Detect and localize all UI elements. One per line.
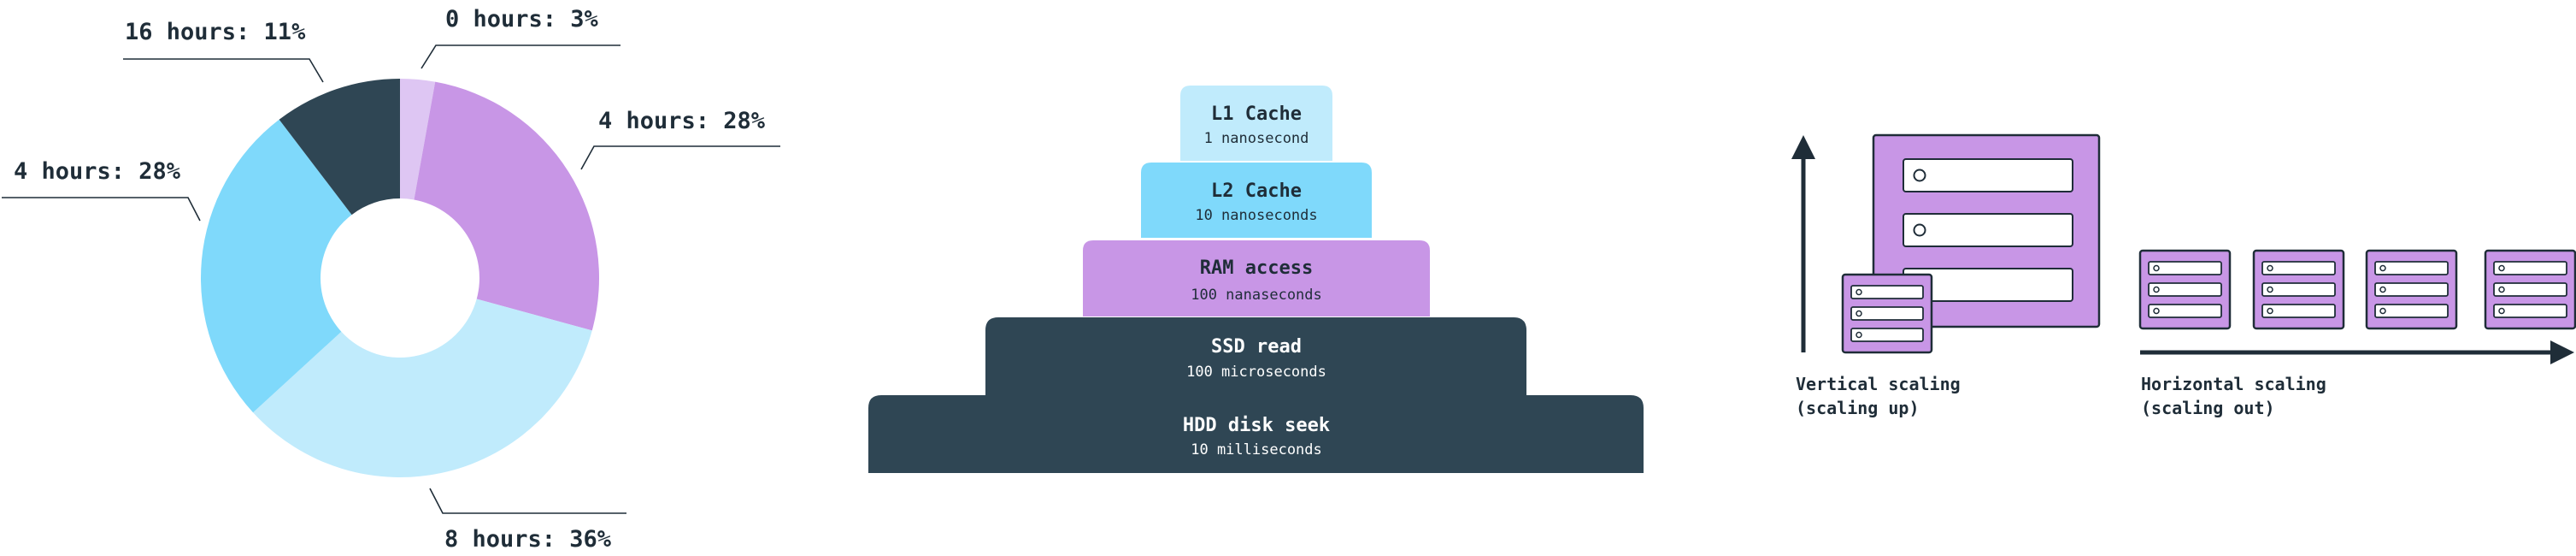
leader-line-slice-4 xyxy=(2,197,201,222)
horizontal-server-icon-4 xyxy=(2484,249,2576,330)
tier-title: HDD disk seek xyxy=(1183,415,1330,436)
slice-label-5: 16 hours: 11% xyxy=(125,19,306,45)
horizontal-scaling-caption: Horizontal scaling xyxy=(2141,374,2326,394)
tier-shape xyxy=(868,395,1644,473)
vertical-scaling-subcaption: (scaling up) xyxy=(1796,398,1920,418)
tier-subtitle: 100 microseconds xyxy=(1186,364,1326,381)
donut-slice-5 xyxy=(279,79,400,216)
tier-subtitle: 1 nanosecond xyxy=(1204,130,1309,147)
slice-label-3: 8 hours: 36% xyxy=(444,526,612,553)
tier-shape xyxy=(1180,86,1332,161)
donut-slice-3 xyxy=(253,299,592,477)
horizontal-scaling-subcaption: (scaling out) xyxy=(2141,398,2275,418)
pyramid-tier-ssd-read: SSD read 100 microseconds xyxy=(985,317,1526,395)
tier-subtitle: 10 nanoseconds xyxy=(1195,207,1317,224)
tier-shape xyxy=(1083,240,1430,316)
tier-shape xyxy=(1141,163,1372,238)
slice-label-1: 0 hours: 3% xyxy=(445,6,599,33)
scaling-diagram: Vertical scaling (scaling up) Horizontal… xyxy=(1791,133,2576,418)
horizontal-arrow-icon xyxy=(2140,340,2574,364)
tier-shape xyxy=(985,317,1526,395)
donut-chart: 0 hours: 3% 4 hours: 28% 8 hours: 36% 4 … xyxy=(2,6,780,553)
donut-slice-2 xyxy=(414,81,599,331)
pyramid-tier-l2-cache: L2 Cache 10 nanoseconds xyxy=(1141,163,1372,238)
donut-slice-4 xyxy=(200,119,352,413)
latency-pyramid: L1 Cache 1 nanosecond L2 Cache 10 nanose… xyxy=(868,86,1644,473)
tier-title: RAM access xyxy=(1200,257,1313,279)
leader-line-slice-5 xyxy=(123,58,324,83)
pyramid-tier-hdd-disk-seek: HDD disk seek 10 milliseconds xyxy=(868,395,1644,473)
tier-subtitle: 100 nanaseconds xyxy=(1191,287,1322,304)
slice-label-2: 4 hours: 28% xyxy=(598,108,766,134)
tier-subtitle: 10 milliseconds xyxy=(1191,441,1322,458)
leader-line-slice-3 xyxy=(429,488,626,514)
leader-line-slice-1 xyxy=(421,44,620,69)
donut-slices xyxy=(200,79,599,477)
vertical-scaling-caption: Vertical scaling xyxy=(1796,374,1961,394)
horizontal-server-icon-3 xyxy=(2365,249,2458,330)
pyramid-tier-ram-access: RAM access 100 nanaseconds xyxy=(1083,240,1430,316)
leader-line-slice-2 xyxy=(580,145,780,170)
donut-slice-1 xyxy=(400,79,436,200)
small-server-icon xyxy=(1841,273,1933,354)
vertical-arrow-icon xyxy=(1791,135,1815,352)
tier-title: L2 Cache xyxy=(1211,180,1302,202)
horizontal-server-icon-2 xyxy=(2252,249,2345,330)
pyramid-tier-l1-cache: L1 Cache 1 nanosecond xyxy=(1180,86,1332,161)
slice-label-4: 4 hours: 28% xyxy=(14,158,181,185)
horizontal-server-icon-1 xyxy=(2138,249,2232,330)
tier-title: L1 Cache xyxy=(1211,104,1302,125)
tier-title: SSD read xyxy=(1211,336,1302,358)
